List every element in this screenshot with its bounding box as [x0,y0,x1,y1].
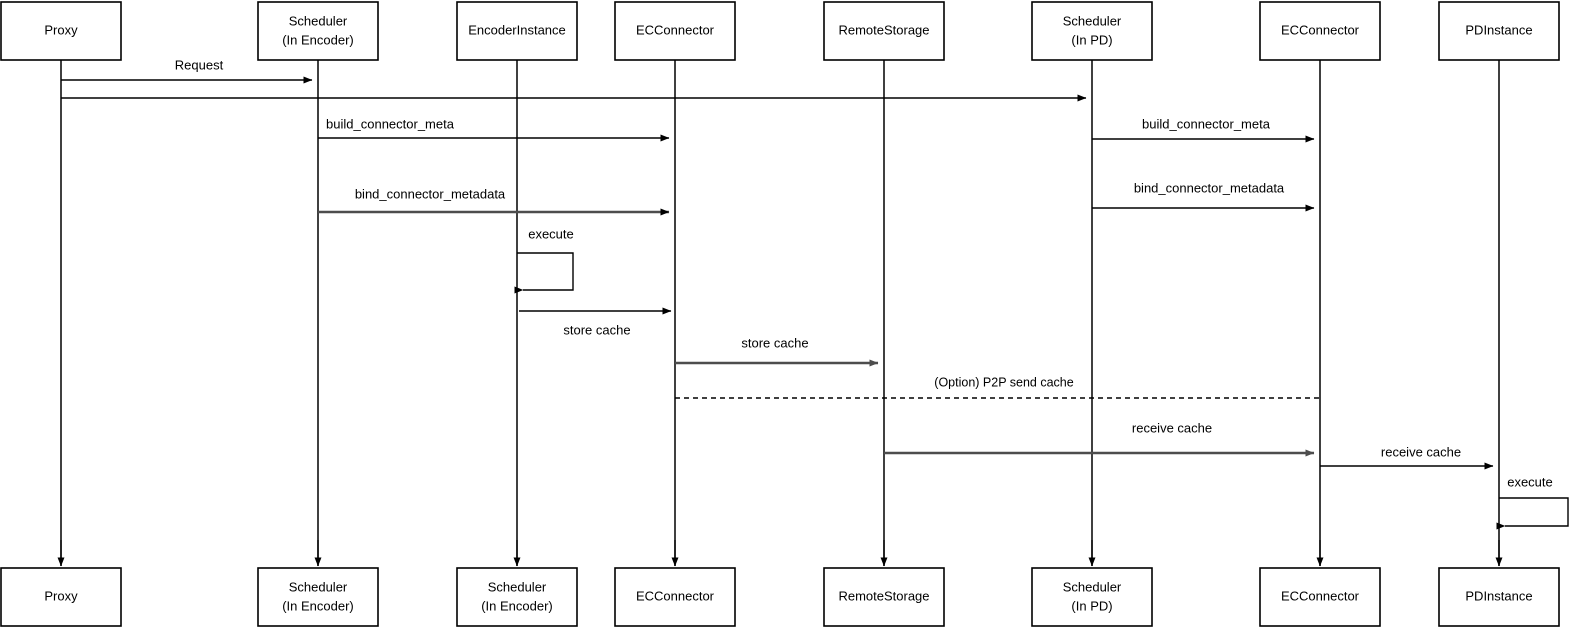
participant-label-bottom-sched-enc-line2: (In Encoder) [282,598,354,613]
participant-box-top-sched-enc[interactable]: Scheduler (In Encoder) [257,1,379,61]
participant-label-bottom-ecc-left-line1: ECConnector [636,588,715,603]
participant-box-top-pd-inst[interactable]: PDInstance [1438,1,1560,61]
message-store-cache-local[interactable]: store cache [519,307,672,337]
participant-box-bottom-proxy[interactable]: Proxy [0,567,122,627]
participant-label-bottom-remote-store-line1: RemoteStorage [838,588,929,603]
message-p2p-send-cache[interactable]: (Option) P2P send cache [675,375,1320,399]
participant-label-top-proxy-line1: Proxy [44,22,78,37]
message-label-receive-cache-remote: receive cache [1132,420,1212,435]
participant-box-top-proxy[interactable]: Proxy [0,1,122,61]
message-execute-encoder-inst[interactable]: execute [514,226,574,294]
participant-box-bottom-sched-enc[interactable]: Scheduler (In Encoder) [257,567,379,627]
participant-box-bottom-sched-pd[interactable]: Scheduler (In PD) [1031,567,1153,627]
message-build-connector-meta-left[interactable]: build_connector_meta [318,116,670,142]
participant-label-top-sched-pd-line1: Scheduler [1063,13,1122,28]
message-bind-connector-metadata-right[interactable]: bind_connector_metadata [1092,180,1315,212]
participant-label-bottom-proxy-line1: Proxy [44,588,78,603]
message-build-connector-meta-right[interactable]: build_connector_meta [1092,116,1315,143]
participant-box-bottom-pd-inst[interactable]: PDInstance [1438,567,1560,627]
participant-box-top-ecc-left[interactable]: ECConnector [614,1,736,61]
message-label-execute-pd-inst: execute [1507,474,1553,489]
participant-label-bottom-ecc-right-line1: ECConnector [1281,588,1360,603]
message-label-store-cache-remote: store cache [741,335,808,350]
participant-box-bottom-encoder-inst[interactable]: Scheduler (In Encoder) [456,567,578,627]
message-label-build-connector-meta-left: build_connector_meta [326,116,455,131]
participant-label-bottom-sched-pd-line1: Scheduler [1063,579,1122,594]
message-bind-connector-metadata-left[interactable]: bind_connector_metadata [318,186,670,216]
message-request[interactable]: Request [61,57,313,84]
message-label-build-connector-meta-right: build_connector_meta [1142,116,1271,131]
participant-label-top-ecc-left-line1: ECConnector [636,22,715,37]
lifelines-group [60,60,1500,566]
message-label-execute-encoder-inst: execute [528,226,574,241]
message-label-store-cache-local: store cache [563,322,630,337]
participant-box-top-sched-pd[interactable]: Scheduler (In PD) [1031,1,1153,61]
participant-label-top-sched-pd-line2: (In PD) [1071,32,1112,47]
participant-box-bottom-ecc-right[interactable]: ECConnector [1259,567,1381,627]
participant-label-top-pd-inst-line1: PDInstance [1465,22,1532,37]
message-label-bind-connector-metadata-left: bind_connector_metadata [355,186,506,201]
participant-label-bottom-sched-pd-line2: (In PD) [1071,598,1112,613]
message-label-p2p-send-cache: (Option) P2P send cache [934,375,1073,389]
message-receive-cache-remote[interactable]: receive cache [884,420,1315,457]
participant-box-top-ecc-right[interactable]: ECConnector [1259,1,1381,61]
message-store-cache-remote[interactable]: store cache [675,335,879,367]
bottom-lifeline-arrowheads [57,540,1503,567]
participant-label-bottom-pd-inst-line1: PDInstance [1465,588,1532,603]
participant-box-bottom-ecc-left[interactable]: ECConnector [614,567,736,627]
participant-label-bottom-encoder-inst-line2: (In Encoder) [481,598,553,613]
participant-label-top-sched-enc-line1: Scheduler [289,13,348,28]
message-label-bind-connector-metadata-right: bind_connector_metadata [1134,180,1285,195]
message-receive-cache-pd[interactable]: receive cache [1320,444,1494,470]
participant-label-top-encoder-inst-line1: EncoderInstance [468,22,566,37]
message-label-receive-cache-pd: receive cache [1381,444,1461,459]
participant-label-top-remote-store-line1: RemoteStorage [838,22,929,37]
participant-box-top-remote-store[interactable]: RemoteStorage [823,1,945,61]
participant-label-top-sched-enc-line2: (In Encoder) [282,32,354,47]
participant-label-bottom-encoder-inst-line1: Scheduler [488,579,547,594]
participant-label-top-ecc-right-line1: ECConnector [1281,22,1360,37]
participant-box-bottom-remote-store[interactable]: RemoteStorage [823,567,945,627]
participant-label-bottom-sched-enc-line1: Scheduler [289,579,348,594]
message-execute-pd-inst[interactable]: execute [1496,474,1569,530]
message-label-request: Request [175,57,224,72]
participant-box-top-encoder-inst[interactable]: EncoderInstance [456,1,578,61]
